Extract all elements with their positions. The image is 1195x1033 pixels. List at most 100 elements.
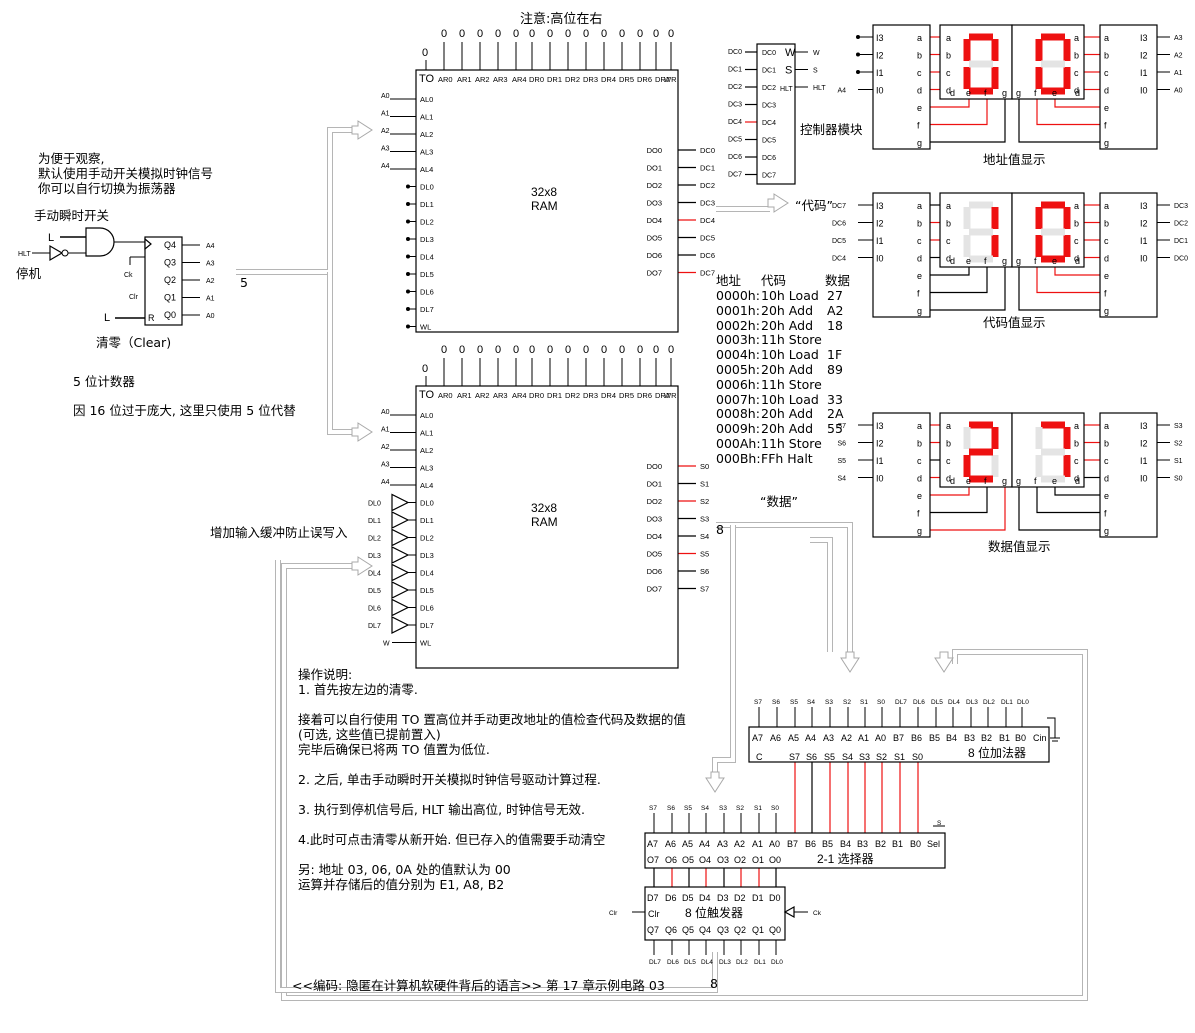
ram-upper-bit-6: 0 — [547, 28, 553, 40]
address-display-digitR-pin-c: c — [1074, 68, 1079, 78]
mem-row-4-col-1: 10h Load — [761, 347, 819, 363]
controller-in-dc1: DC1 — [762, 68, 776, 75]
ram-lower-left-pin-dl5: DL5 — [420, 586, 434, 595]
code-display-digitL-pin-c: c — [946, 236, 951, 246]
controller-in-dc4: DC4 — [762, 120, 776, 127]
clear-label: 清零（Clear) — [96, 335, 172, 350]
bus-arrowhead-adder-a — [840, 651, 860, 673]
adder-out-s5: S5 — [824, 752, 835, 762]
counter-reset-pin: R — [148, 313, 155, 323]
ram-lower-buffer-ext-6: DL6 — [368, 606, 381, 613]
ram-upper-to-bit: 0 — [422, 47, 428, 59]
data-display-digitR-pin-b: b — [1074, 439, 1079, 449]
code-display-wire-left-f — [930, 267, 988, 294]
ram-lower-left-pin-dl1: DL1 — [420, 516, 434, 525]
ram-lower-left-pin-al2: AL2 — [420, 446, 433, 455]
data-display-decoder-right — [1099, 412, 1158, 538]
adder-name: 8 位加法器 — [968, 745, 1026, 760]
wires — [32, 35, 1170, 955]
ram-lower-buffer-ext-3: DL3 — [368, 553, 381, 560]
adder-out-s3: S3 — [859, 752, 870, 762]
code-display-right-in-i0: I0 — [1140, 254, 1148, 264]
ram-upper-out-pin-do3: DO3 — [647, 199, 662, 208]
latch-out-q2: Q2 — [734, 925, 746, 935]
code-display-right-out-f: f — [1104, 289, 1107, 299]
address-display-digitR-pin-a: a — [1074, 33, 1079, 43]
ram-upper-top-pin-dr3: DR3 — [583, 75, 598, 84]
address-display-d-left: d — [950, 88, 955, 98]
header-note: 注意:高位在右 — [520, 12, 603, 27]
data-display-left-in-i0: I0 — [876, 474, 884, 484]
data-display-left-out-d: d — [917, 474, 922, 484]
latch-in-d2: D2 — [734, 893, 746, 903]
data-display-left-in-i1: I1 — [876, 456, 884, 466]
mem-row-1-col-2: A2 — [827, 302, 844, 318]
controller-label: 控制器模块 — [800, 122, 863, 137]
ram-upper-left-pin-al4: AL4 — [420, 165, 433, 174]
adder-out-s4: S4 — [842, 752, 853, 762]
junction-dot — [406, 272, 410, 276]
ram-upper-out-pin-do2: DO2 — [647, 181, 662, 190]
adder-in-b0: B0 — [1015, 733, 1026, 743]
adder-in-b7: B7 — [893, 733, 904, 743]
latch-in-d4: D4 — [699, 893, 711, 903]
data-display-right-ext-2: S1 — [1174, 458, 1183, 465]
ram-lower-top-pin-ar4: AR4 — [512, 391, 527, 400]
code-display-left-in-i2: I2 — [876, 219, 884, 229]
adder-top-ext-3: S4 — [807, 699, 815, 706]
code-display-digitL-pin-a: a — [946, 201, 951, 211]
adder-top-ext-15: DL0 — [1017, 699, 1029, 706]
mem-header-data: 数据 — [825, 273, 851, 288]
adder-top-ext-2: S5 — [790, 699, 798, 706]
latch-block — [644, 886, 786, 941]
data-display-right-out-a: a — [1104, 421, 1109, 431]
ram-upper-addr-ext-3: A3 — [381, 146, 390, 153]
ram-upper-top-pin-dr1: DR1 — [547, 75, 562, 84]
ram-upper-addr-ext-2: A2 — [381, 128, 390, 135]
address-display-right-out-c: c — [1104, 68, 1109, 78]
ram-lower-bit-11: 0 — [637, 344, 643, 356]
ram-lower-left-pin-dl0: DL0 — [420, 499, 434, 508]
mem-row-1-col-0: 0001h: — [716, 302, 760, 318]
ram-lower-buffer-ext-4: DL4 — [368, 571, 381, 578]
data-display-right-out-b: b — [1104, 439, 1109, 449]
address-display-left-out-g: g — [917, 138, 922, 148]
mux-top-ext-2: S5 — [684, 805, 692, 812]
data-display-left-out-e: e — [917, 491, 922, 501]
counter-ext-a2: A2 — [206, 278, 215, 285]
ram-lower-bit-9: 0 — [601, 344, 607, 356]
hlt-ext: HLT — [18, 251, 31, 258]
adder-in-b6: B6 — [911, 733, 922, 743]
instruction-line-4: (可选, 这些值已提前置入) — [298, 727, 441, 742]
data-display-digitR-bottom-f: f — [1034, 476, 1037, 486]
adder-top-ext-14: DL1 — [1001, 699, 1013, 706]
mux-in-a4: A4 — [699, 839, 710, 849]
bus-counter-to-ram1-inner — [236, 128, 358, 274]
ram-upper-label-32x8: 32x8 — [531, 185, 557, 199]
code-display-right-ext-0: DC3 — [1174, 203, 1188, 210]
ram-lower-bit-3: 0 — [495, 344, 501, 356]
ram-lower-bit-1: 0 — [459, 344, 465, 356]
ram-lower-bit-0: 0 — [441, 344, 447, 356]
code-display-digitL-bottom-g: g — [1002, 256, 1007, 266]
data-display-right-out-f: f — [1104, 509, 1107, 519]
address-display-wire-left-g — [930, 99, 1006, 143]
adder-block — [748, 726, 1050, 763]
mux-out-o1: O1 — [752, 855, 764, 865]
address-display-wire-left-f — [930, 99, 988, 126]
ram-lower-out-ext-3: S3 — [700, 515, 709, 524]
adder-in-b1: B1 — [999, 733, 1010, 743]
mux-in-b1: B1 — [892, 839, 903, 849]
ram-upper-top-pin-ar0: AR0 — [438, 75, 453, 84]
ram-upper-top-pin-dr0: DR0 — [529, 75, 544, 84]
mem-row-9-col-0: 0009h: — [716, 421, 760, 437]
ram-lower-block — [415, 385, 679, 669]
not-gate-bubble — [61, 249, 69, 257]
address-display-digitR-bottom-f: f — [1034, 88, 1037, 98]
ram-upper-out-pin-do1: DO1 — [647, 164, 662, 173]
code-display-digitL-pin-b: b — [946, 219, 951, 229]
code-display-wire-left-e — [930, 267, 970, 276]
latch-out-q4: Q4 — [699, 925, 711, 935]
ram-upper-out-ext-0: DC0 — [700, 146, 715, 155]
